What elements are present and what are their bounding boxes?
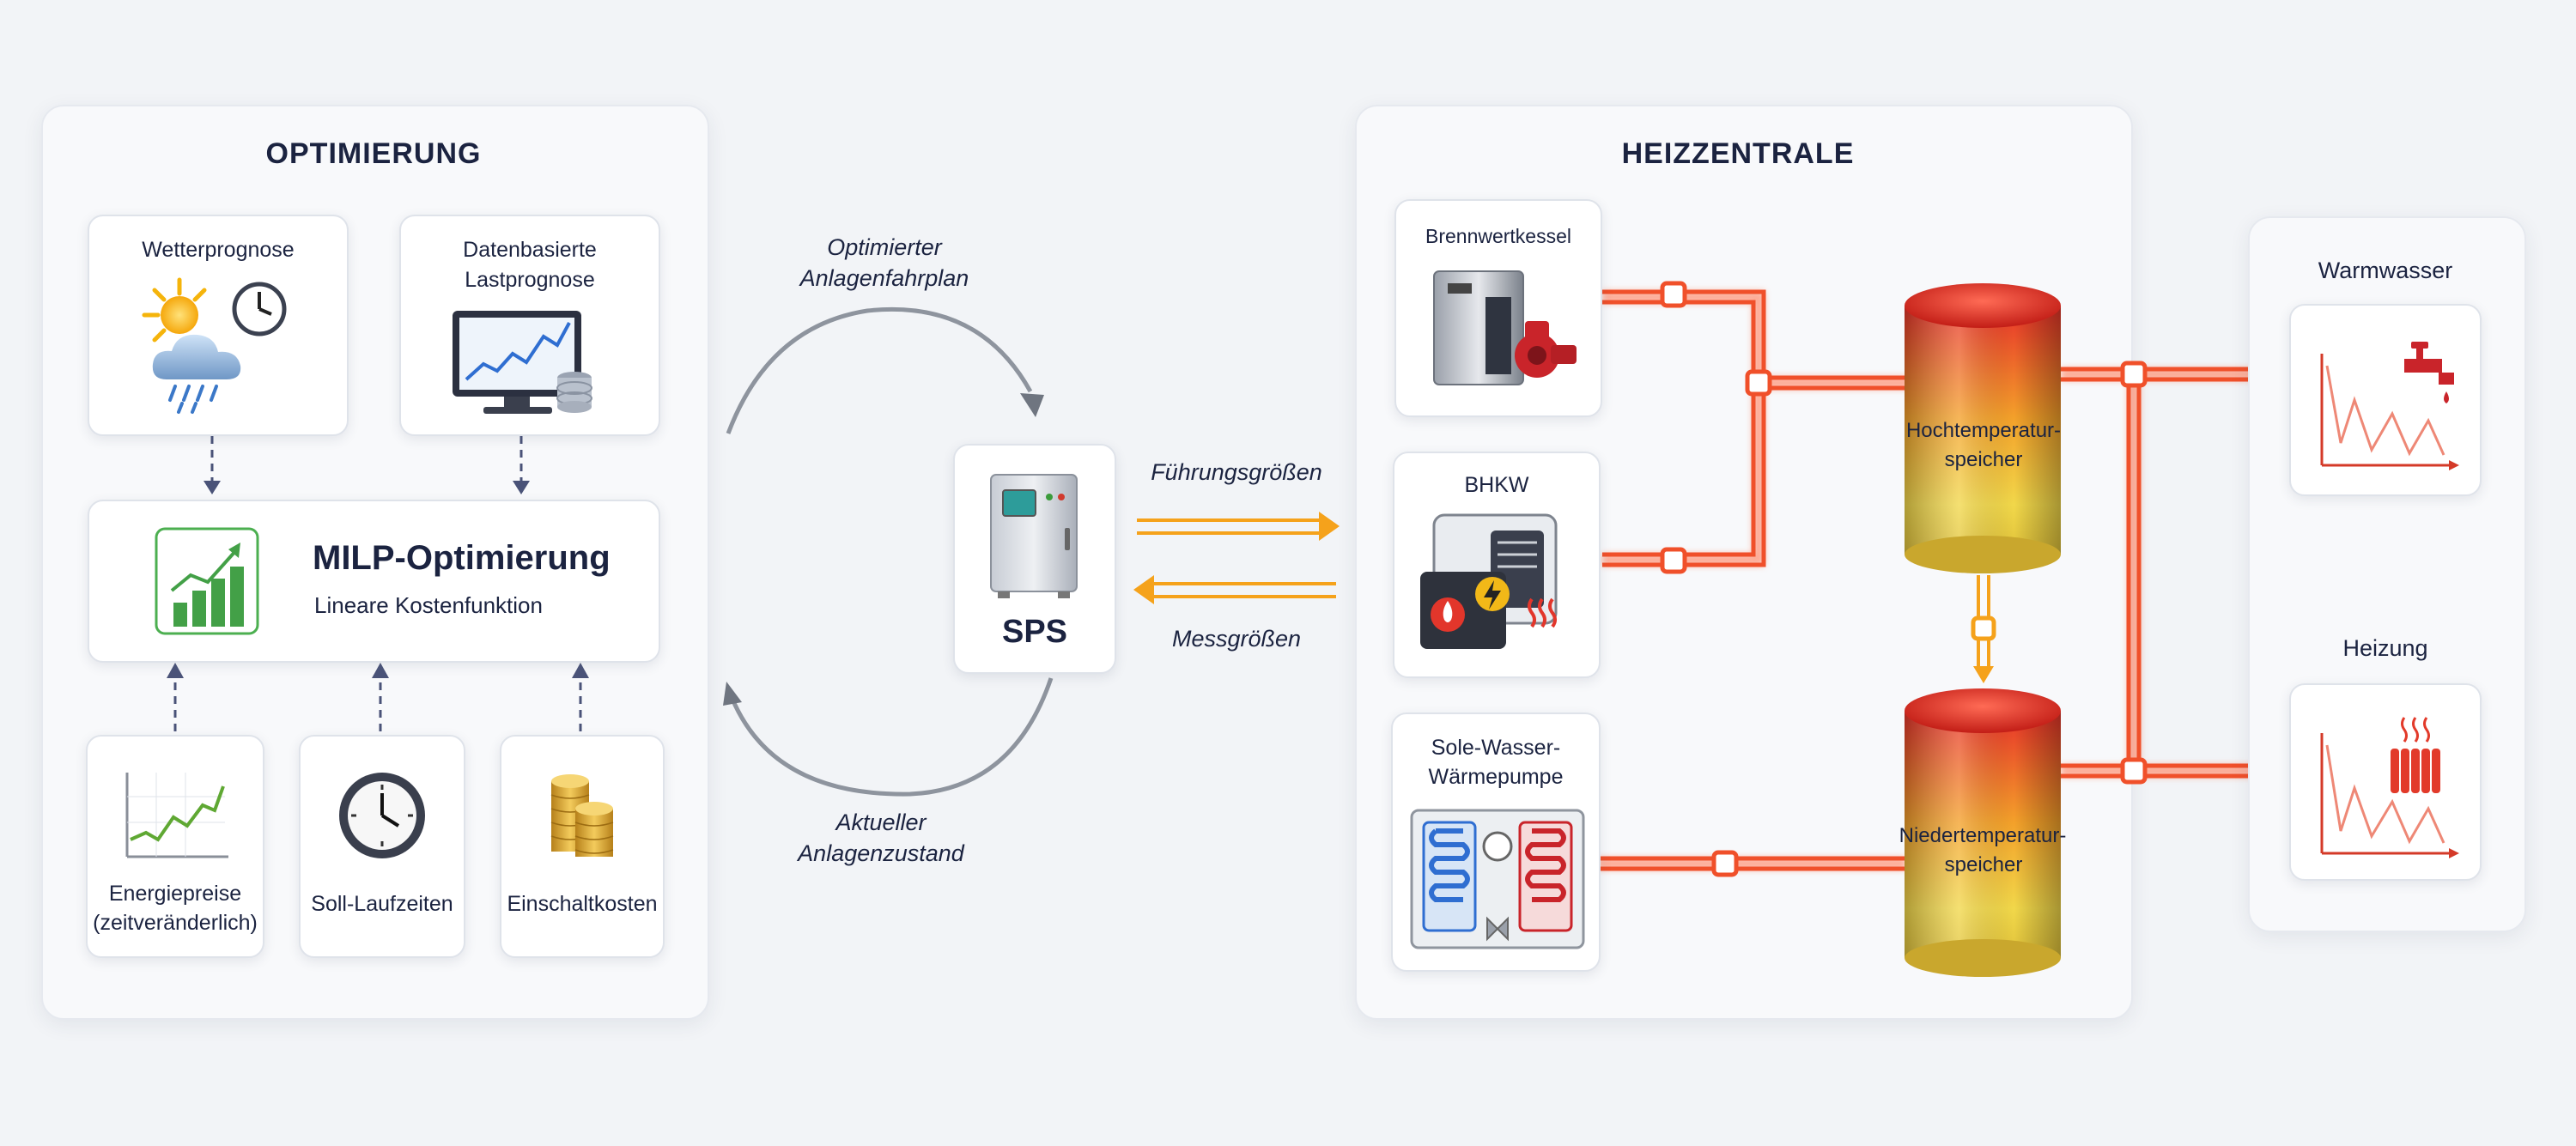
heizung-card xyxy=(2289,683,2482,881)
waermepumpe-label-2: Wärmepumpe xyxy=(1428,765,1564,789)
control-cabinet-icon xyxy=(990,474,1078,598)
weather-clock-icon xyxy=(142,277,287,414)
chart-growth-icon xyxy=(155,527,259,635)
niedertemperaturspeicher-label-2: speicher xyxy=(1944,853,2023,876)
tap-load-icon xyxy=(2320,342,2459,470)
price-chart-icon xyxy=(125,773,228,858)
coins-icon xyxy=(550,774,614,857)
sps-card: SPS xyxy=(953,444,1116,674)
milp-card: MILP-Optimierung Lineare Kostenfunktion xyxy=(88,500,660,663)
soll-laufzeiten-label: Soll-Laufzeiten xyxy=(311,892,453,916)
fuehrungsgroessen-label: Führungsgrößen xyxy=(1151,459,1322,485)
boiler-icon xyxy=(1433,270,1577,385)
hochtemperaturspeicher-label-1: Hochtemperatur- xyxy=(1905,419,2062,442)
niedertemperaturspeicher-label-1: Niedertemperatur- xyxy=(1899,824,2067,847)
chp-unit-icon xyxy=(1420,513,1558,649)
lastprognose-label-2: Lastprognose xyxy=(465,268,595,292)
einschaltkosten-label: Einschaltkosten xyxy=(507,892,658,916)
radiator-load-icon xyxy=(2320,717,2459,858)
energiepreise-label-1: Energiepreise xyxy=(108,882,242,906)
wetterprognose-card: Wetterprognose xyxy=(88,215,349,436)
milp-title: MILP-Optimierung xyxy=(313,539,611,577)
soll-laufzeiten-card: Soll-Laufzeiten xyxy=(299,735,465,958)
monitor-database-icon xyxy=(453,311,592,414)
lastprognose-card: Datenbasierte Lastprognose xyxy=(399,215,660,436)
fahrplan-label-2: Anlagenfahrplan xyxy=(799,265,969,291)
bhkw-label: BHKW xyxy=(1464,473,1529,497)
brennwertkessel-card: Brennwertkessel xyxy=(1394,199,1602,417)
zustand-label-1: Aktueller xyxy=(835,809,927,835)
energiepreise-card: Energiepreise (zeitveränderlich) xyxy=(86,735,264,958)
waermepumpe-card: Sole-Wasser- Wärmepumpe xyxy=(1391,712,1601,972)
hochtemperaturspeicher-label-2: speicher xyxy=(1944,448,2023,471)
heat-pump-icon xyxy=(1410,809,1585,949)
wetterprognose-label: Wetterprognose xyxy=(142,238,295,262)
lastprognose-label-1: Datenbasierte xyxy=(463,238,597,262)
energiepreise-label-2: (zeitveränderlich) xyxy=(93,911,258,935)
warmwasser-card xyxy=(2289,304,2482,496)
fahrplan-label-1: Optimierter xyxy=(827,234,942,260)
clock-icon xyxy=(339,773,425,858)
waermepumpe-label-1: Sole-Wasser- xyxy=(1431,736,1561,760)
brennwertkessel-label: Brennwertkessel xyxy=(1425,225,1572,247)
sps-label: SPS xyxy=(1001,614,1068,650)
milp-subtitle: Lineare Kostenfunktion xyxy=(314,592,543,618)
bhkw-card: BHKW xyxy=(1393,452,1601,678)
heizung-label: Heizung xyxy=(2342,635,2428,661)
heizzentrale-title: HEIZZENTRALE xyxy=(1621,137,1855,170)
zustand-label-2: Anlagenzustand xyxy=(798,840,964,866)
einschaltkosten-card: Einschaltkosten xyxy=(500,735,665,958)
warmwasser-label: Warmwasser xyxy=(2318,258,2453,283)
optimierung-title: OPTIMIERUNG xyxy=(265,137,482,170)
messgroessen-label: Messgrößen xyxy=(1171,626,1302,652)
